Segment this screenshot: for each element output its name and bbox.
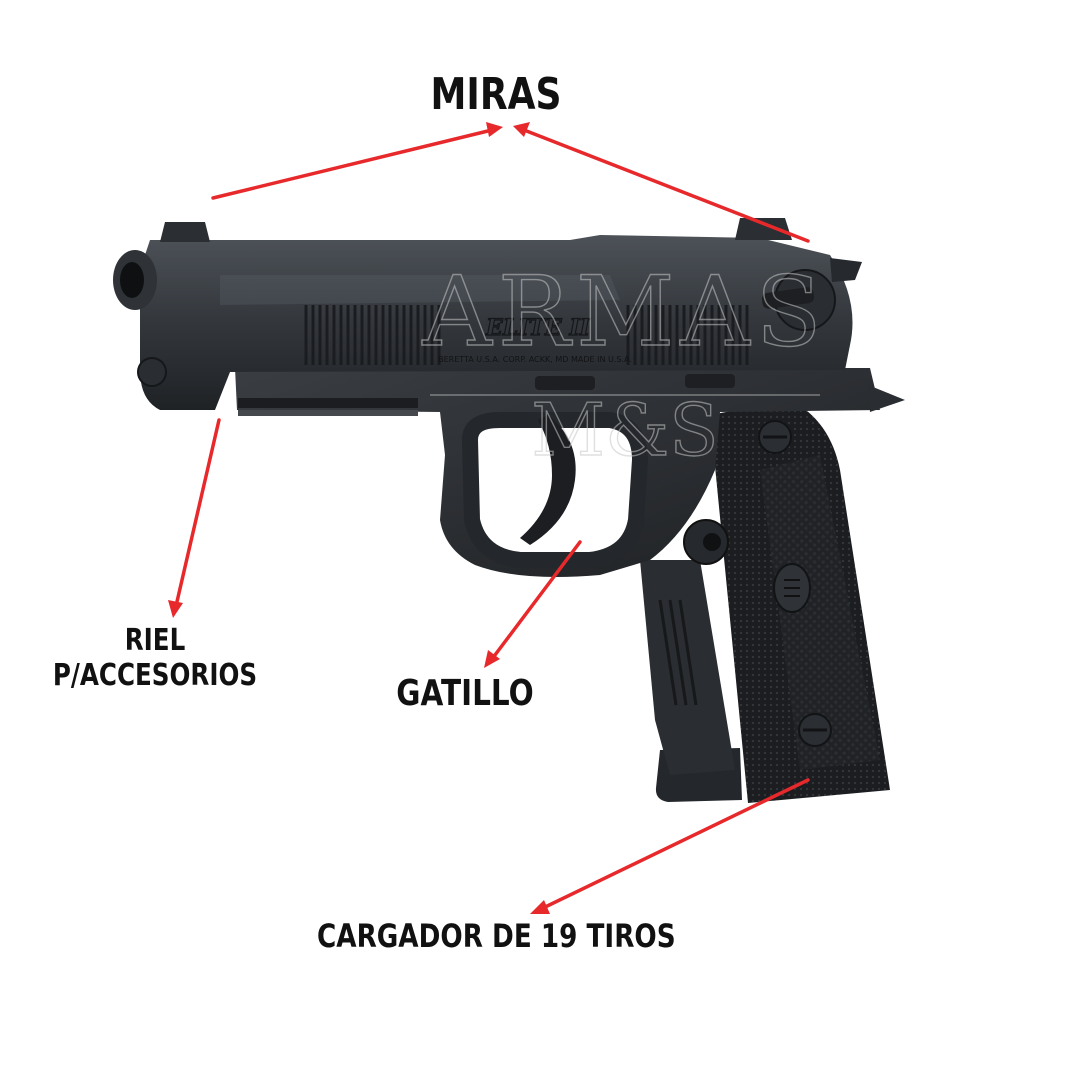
beavertail: [868, 385, 905, 412]
arrow-trigger: [490, 540, 582, 661]
front-sight: [160, 222, 210, 242]
slide: [140, 235, 853, 410]
arrow-magazine: [539, 778, 810, 911]
label-miras: MIRAS: [430, 69, 562, 120]
label-cargador: CARGADOR DE 19 TIROS: [317, 917, 676, 955]
arrow-front-sight-head: [486, 122, 503, 137]
front-serrations: [304, 305, 441, 365]
hammer: [830, 258, 862, 282]
slide-inscription: BERETTA U.S.A. CORP. ACKK, MD MADE IN U.…: [438, 355, 632, 364]
arrow-magazine-head: [530, 900, 550, 914]
rear-sight: [735, 218, 792, 240]
arrow-trigger-head: [484, 650, 500, 668]
rear-serrations: [626, 305, 749, 365]
arrow-rear-sight: [522, 128, 810, 243]
label-riel-line1: RIEL: [124, 623, 186, 658]
front-strap-grooves: [658, 599, 698, 706]
arrow-rail-head: [168, 600, 183, 618]
slide-logo: ELITE II: [485, 315, 591, 341]
callout-arrows: [168, 122, 810, 914]
label-riel-accesorios: RIEL P/ACCESORIOS: [52, 623, 258, 693]
front-strap: [640, 560, 735, 775]
takedown-button: [137, 357, 167, 387]
accessory-rail: [238, 398, 418, 408]
label-riel-line2: P/ACCESORIOS: [52, 657, 258, 693]
takedown-lever: [685, 374, 735, 388]
arrow-rear-sight-head: [513, 122, 530, 137]
grip-checkering: [760, 455, 880, 770]
arrow-front-sight: [211, 128, 494, 200]
trigger: [520, 415, 576, 545]
watermark-line1: ARMAS: [422, 256, 828, 368]
label-gatillo: GATILLO: [396, 673, 534, 714]
slide-stop: [535, 376, 595, 390]
arrow-rail: [174, 418, 221, 608]
watermark-line2: M&S: [531, 388, 718, 472]
